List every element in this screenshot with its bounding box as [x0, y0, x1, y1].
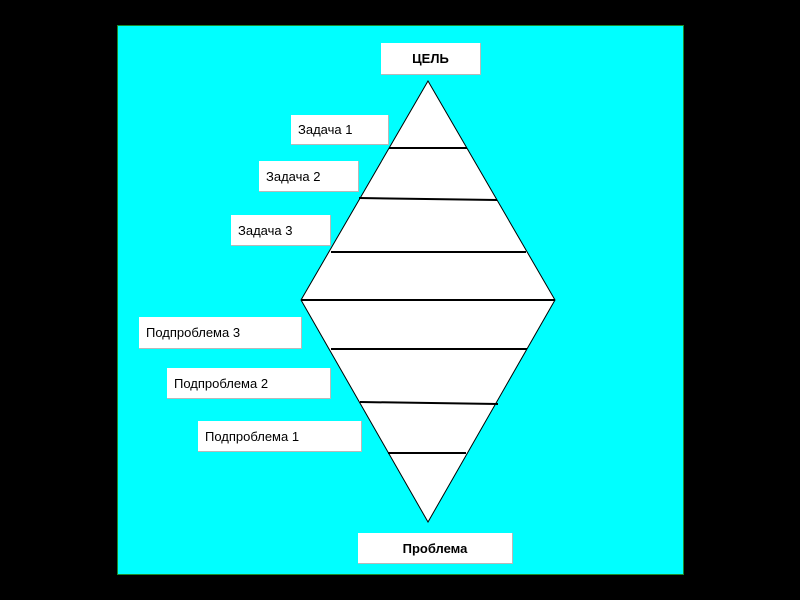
subproblem-text-1: Подпроблема 1 — [205, 428, 300, 444]
subproblem-label-3: Подпроблема 3 — [139, 317, 302, 349]
divider-line-sub-2 — [359, 401, 499, 405]
goal-label: ЦЕЛЬ — [381, 43, 481, 75]
task-label-1: Задача 1 — [291, 115, 389, 145]
subproblem-text-2: Подпроблема 2 — [174, 375, 269, 391]
problem-label: Проблема — [358, 533, 513, 564]
subproblem-label-2: Подпроблема 2 — [167, 368, 331, 399]
divider-line-task-2 — [358, 197, 498, 201]
task-text-1: Задача 1 — [298, 122, 353, 137]
task-label-2: Задача 2 — [259, 161, 359, 192]
task-text-3: Задача 3 — [238, 222, 293, 238]
subproblem-label-1: Подпроблема 1 — [198, 421, 362, 452]
goal-text: ЦЕЛЬ — [412, 51, 449, 66]
problem-text: Проблема — [402, 540, 468, 556]
task-text-2: Задача 2 — [266, 168, 321, 184]
subproblem-text-3: Подпроблема 3 — [146, 325, 241, 340]
task-label-3: Задача 3 — [231, 215, 331, 246]
rhombus-shape — [300, 80, 556, 524]
